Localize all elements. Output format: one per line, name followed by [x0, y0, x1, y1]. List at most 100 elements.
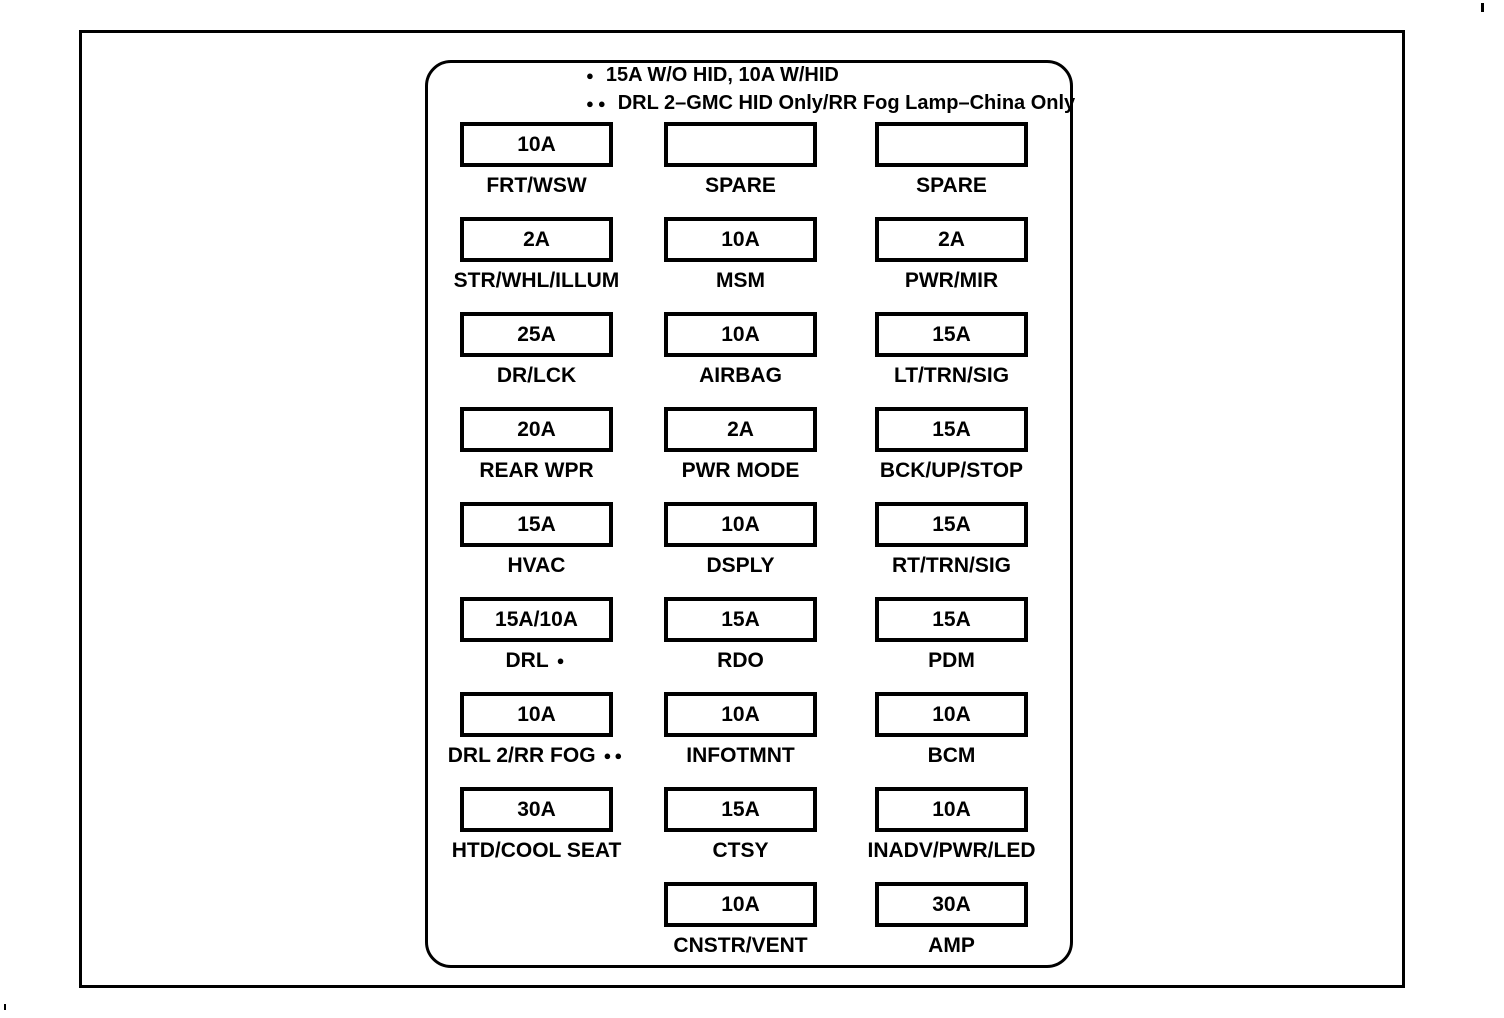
fuse-label: SPARE	[604, 175, 877, 197]
fuse-amp-rating: 2A	[523, 228, 550, 251]
fuse-label: FRT/WSW	[400, 175, 673, 197]
fuse-box: 10A	[875, 787, 1028, 832]
fuse-amp-rating: 2A	[938, 228, 965, 251]
fuse-label: INADV/PWR/LED	[815, 840, 1088, 862]
fuse-box: 2A	[664, 407, 817, 452]
fuse-box: 15A	[875, 597, 1028, 642]
fuse-cell: SPARE	[604, 122, 877, 197]
fuse-box: 15A	[875, 312, 1028, 357]
fuse-label-text: CNSTR/VENT	[673, 934, 808, 957]
fuse-box: 10A	[664, 882, 817, 927]
fuse-label-text: REAR WPR	[479, 459, 594, 482]
fuse-cell: 15A BCK/UP/STOP	[815, 407, 1088, 482]
double-bullet-icon: ●●	[586, 95, 610, 111]
fuse-box: 15A	[875, 407, 1028, 452]
fuse-label-text: DR/LCK	[496, 364, 577, 387]
fuse-label-text: INFOTMNT	[686, 744, 795, 767]
fuse-amp-rating: 10A	[721, 513, 760, 536]
fuse-cell: 10A DSPLY	[604, 502, 877, 577]
fuse-cell: 30A AMP	[815, 882, 1088, 957]
fuse-label: SPARE	[815, 175, 1088, 197]
fuse-cell: 30A HTD/COOL SEAT	[400, 787, 673, 862]
fuse-label: AIRBAG	[604, 365, 877, 387]
fuse-label-text: HTD/COOL SEAT	[451, 839, 622, 862]
fuse-label: RDO	[604, 650, 877, 672]
fuse-label-text: PWR MODE	[681, 459, 800, 482]
bullet-icon: ●	[586, 67, 598, 83]
fuse-cell: 15A/10A DRL ●	[400, 597, 673, 672]
fuse-label: RT/TRN/SIG	[815, 555, 1088, 577]
fuse-label-text: FRT/WSW	[486, 174, 587, 197]
fuse-amp-rating: 25A	[517, 323, 556, 346]
fuse-amp-rating: 10A	[932, 703, 971, 726]
fuse-cell: 10A DRL 2/RR FOG ●●	[400, 692, 673, 767]
fuse-label-text: SPARE	[705, 174, 776, 197]
fuse-label-text: PWR/MIR	[904, 269, 999, 292]
fuse-box: 10A	[460, 692, 613, 737]
fuse-label: DRL 2/RR FOG ●●	[400, 745, 673, 767]
fuse-cell: 10A MSM	[604, 217, 877, 292]
fuse-label-text: CTSY	[712, 839, 769, 862]
fuse-label-text: AMP	[928, 934, 975, 957]
fuse-label: CNSTR/VENT	[604, 935, 877, 957]
fuse-cell: 2A PWR MODE	[604, 407, 877, 482]
fuse-amp-rating: 15A	[721, 798, 760, 821]
fuse-cell: 10A INFOTMNT	[604, 692, 877, 767]
legend-note-1: ● 15A W/O HID, 10A W/HID	[586, 61, 1075, 89]
fuse-box: 10A	[460, 122, 613, 167]
fuse-box	[875, 122, 1028, 167]
fuse-label-text: MSM	[716, 269, 765, 292]
fuse-cell: 25A DR/LCK	[400, 312, 673, 387]
fuse-amp-rating: 10A	[721, 893, 760, 916]
fuse-label: LT/TRN/SIG	[815, 365, 1088, 387]
fuse-label-text: DRL 2/RR FOG	[447, 744, 596, 767]
fuse-label: BCK/UP/STOP	[815, 460, 1088, 482]
fuse-label: PWR MODE	[604, 460, 877, 482]
fuse-box: 10A	[664, 692, 817, 737]
fuse-label: HVAC	[400, 555, 673, 577]
fuse-amp-rating: 10A	[721, 323, 760, 346]
fuse-cell: 10A FRT/WSW	[400, 122, 673, 197]
fuse-label: REAR WPR	[400, 460, 673, 482]
fuse-label-marker: ●	[556, 653, 568, 668]
fuse-label-text: DRL	[505, 649, 549, 672]
fuse-label: DSPLY	[604, 555, 877, 577]
fuse-amp-rating: 30A	[517, 798, 556, 821]
fuse-box: 30A	[460, 787, 613, 832]
fuse-label-marker: ●●	[603, 748, 626, 763]
fuse-amp-rating: 15A/10A	[495, 608, 578, 631]
fuse-cell: SPARE	[815, 122, 1088, 197]
fuse-amp-rating: 10A	[517, 133, 556, 156]
fuse-amp-rating: 10A	[517, 703, 556, 726]
legend-note-2: ●● DRL 2–GMC HID Only/RR Fog Lamp–China …	[586, 89, 1075, 117]
fuse-cell: 2A PWR/MIR	[815, 217, 1088, 292]
fuse-label: HTD/COOL SEAT	[400, 840, 673, 862]
fuse-label: DR/LCK	[400, 365, 673, 387]
fuse-box	[664, 122, 817, 167]
fuse-amp-rating: 2A	[727, 418, 754, 441]
fuse-box: 15A/10A	[460, 597, 613, 642]
fuse-cell: 10A INADV/PWR/LED	[815, 787, 1088, 862]
fuse-label: MSM	[604, 270, 877, 292]
fuse-label-text: STR/WHL/ILLUM	[453, 269, 620, 292]
fuse-cell: 15A HVAC	[400, 502, 673, 577]
fuse-amp-rating: 15A	[932, 513, 971, 536]
fuse-amp-rating: 30A	[932, 893, 971, 916]
fuse-label-text: SPARE	[916, 174, 987, 197]
fuse-box: 2A	[460, 217, 613, 262]
fuse-label-text: PDM	[928, 649, 975, 672]
fuse-label-text: RDO	[717, 649, 764, 672]
fuse-amp-rating: 15A	[517, 513, 556, 536]
fuse-box: 15A	[664, 597, 817, 642]
fuse-cell: 15A CTSY	[604, 787, 877, 862]
scan-artifact	[1481, 3, 1484, 12]
fuse-amp-rating: 15A	[932, 418, 971, 441]
legend-note-text: DRL 2–GMC HID Only/RR Fog Lamp–China Onl…	[617, 91, 1076, 114]
fuse-box: 10A	[664, 217, 817, 262]
fuse-label-text: RT/TRN/SIG	[892, 554, 1011, 577]
fuse-cell: 2A STR/WHL/ILLUM	[400, 217, 673, 292]
fuse-cell: 15A RT/TRN/SIG	[815, 502, 1088, 577]
fuse-label: PDM	[815, 650, 1088, 672]
